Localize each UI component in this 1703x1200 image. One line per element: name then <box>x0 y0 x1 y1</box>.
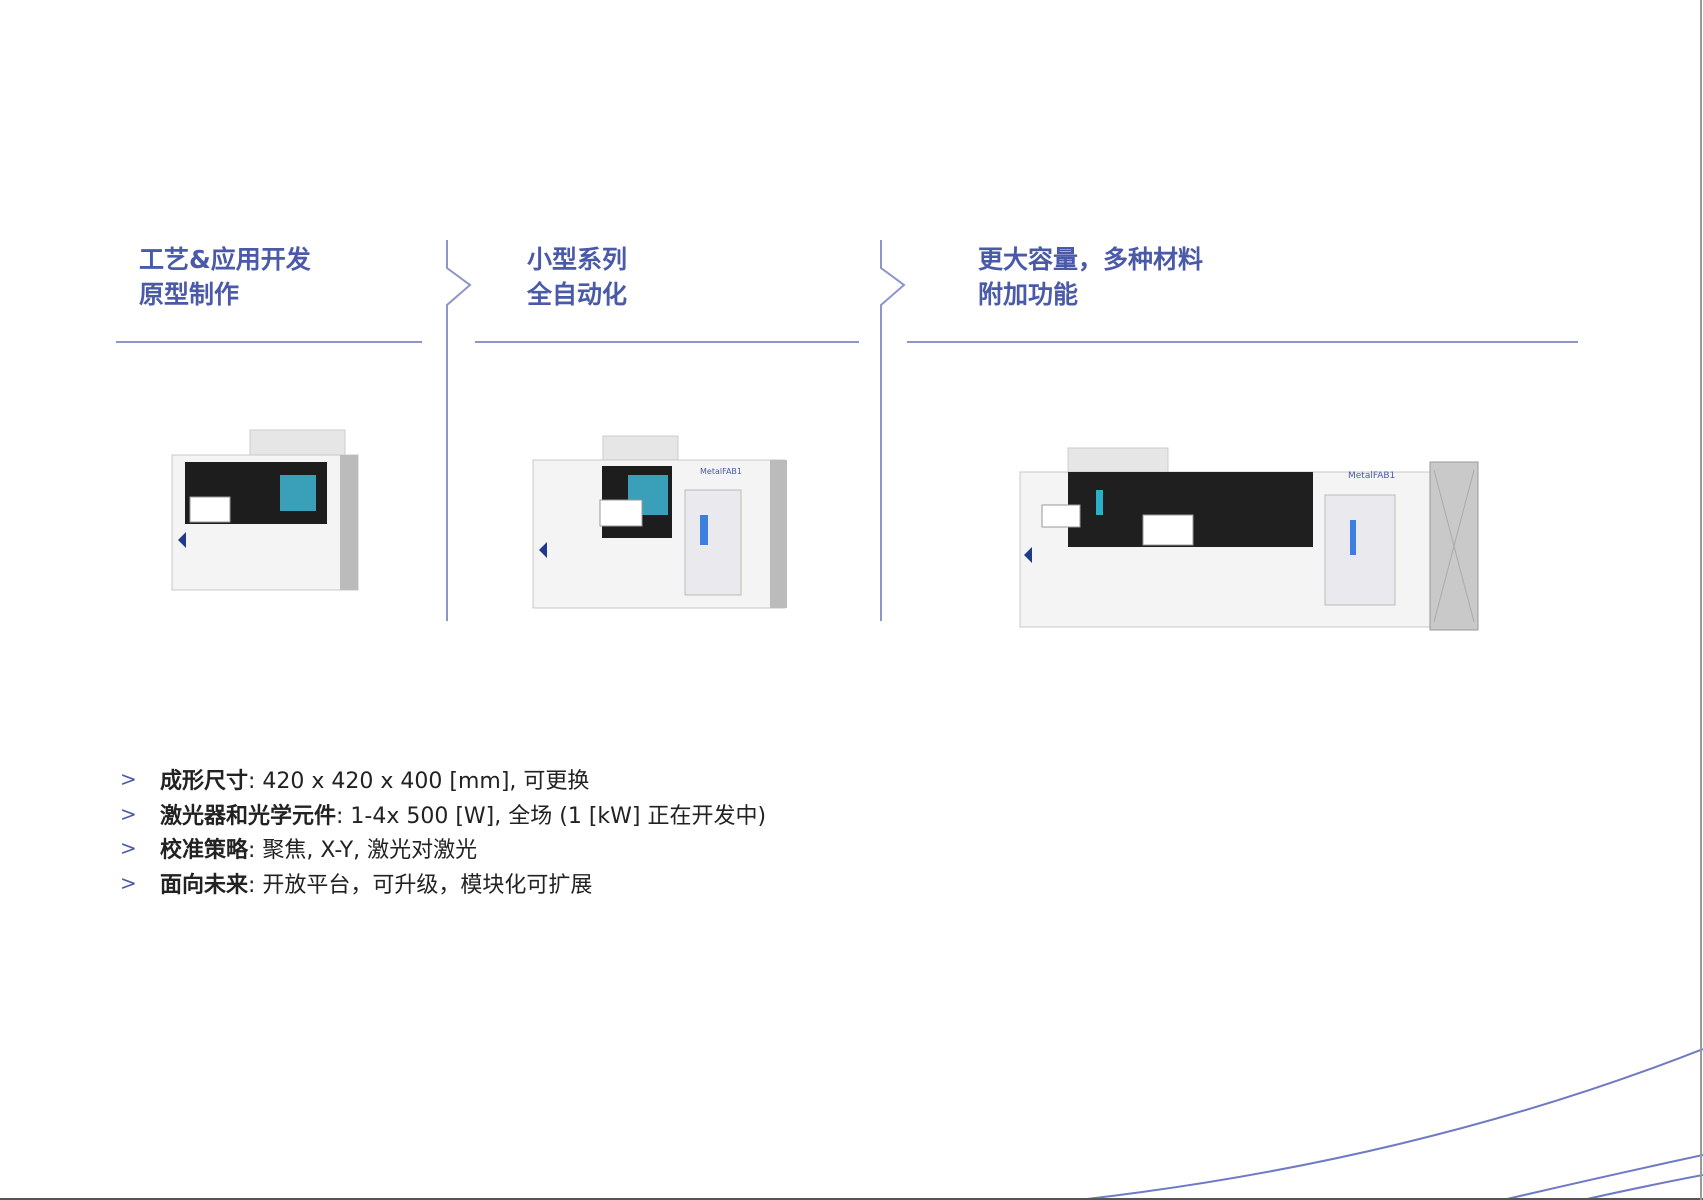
heading-line: 更大容量，多种材料 <box>978 245 1204 274</box>
chevron-right-icon: > <box>120 836 137 861</box>
machine-brand-label: MetalFAB1 <box>1348 471 1395 481</box>
heading-underline-1 <box>116 341 422 343</box>
heading-line: 附加功能 <box>978 280 1079 309</box>
heading-underline-3 <box>907 341 1578 343</box>
list-item: > 激光器和光学元件 : 1-4x 500 [W], 全场 (1 [kW] 正在… <box>120 797 766 832</box>
list-item: > 面向未来 : 开放平台，可升级，模块化可扩展 <box>120 866 766 901</box>
column-heading-3: 更大容量，多种材料 附加功能 <box>978 242 1203 312</box>
column-divider-2 <box>880 240 906 621</box>
heading-underline-2 <box>475 341 859 343</box>
medium-metal-3d-printer-image: MetalFAB1 <box>532 435 787 609</box>
machine-brand-label: MetalFAB1 <box>700 467 742 476</box>
bullet-label: 成形尺寸 <box>160 769 249 795</box>
column-heading-2: 小型系列 全自动化 <box>527 242 627 312</box>
bullet-text: : 420 x 420 x 400 [mm], 可更换 <box>248 769 590 795</box>
chevron-right-icon: > <box>120 801 137 826</box>
swoosh-curve-3 <box>1586 1174 1703 1200</box>
column-divider-1 <box>446 240 472 621</box>
large-metal-3d-printer-image: MetalFAB1 <box>1019 447 1479 631</box>
column-heading-1: 工艺&应用开发 原型制作 <box>139 242 311 312</box>
chevron-right-icon: > <box>120 767 137 792</box>
swoosh-curve-2 <box>1506 1154 1703 1200</box>
bullet-label: 激光器和光学元件 <box>160 803 337 829</box>
heading-line: 全自动化 <box>527 280 628 309</box>
swoosh-curve-1 <box>1086 1048 1703 1200</box>
bullet-text: : 1-4x 500 [W], 全场 (1 [kW] 正在开发中) <box>336 803 767 829</box>
bullet-text: : 开放平台，可升级，模块化可扩展 <box>248 872 593 898</box>
bullet-label: 校准策略 <box>160 838 249 864</box>
bullet-text: : 聚焦, X-Y, 激光对激光 <box>248 838 478 864</box>
heading-line: 工艺&应用开发 <box>139 245 311 274</box>
list-item: > 成形尺寸 : 420 x 420 x 400 [mm], 可更换 <box>120 762 766 797</box>
list-item: > 校准策略 : 聚焦, X-Y, 激光对激光 <box>120 831 766 866</box>
heading-line: 小型系列 <box>527 245 628 274</box>
chevron-right-icon: > <box>120 870 137 895</box>
small-metal-3d-printer-image <box>171 429 359 591</box>
bullet-label: 面向未来 <box>160 872 249 898</box>
feature-list: > 成形尺寸 : 420 x 420 x 400 [mm], 可更换 > 激光器… <box>120 762 766 900</box>
heading-line: 原型制作 <box>139 280 240 309</box>
